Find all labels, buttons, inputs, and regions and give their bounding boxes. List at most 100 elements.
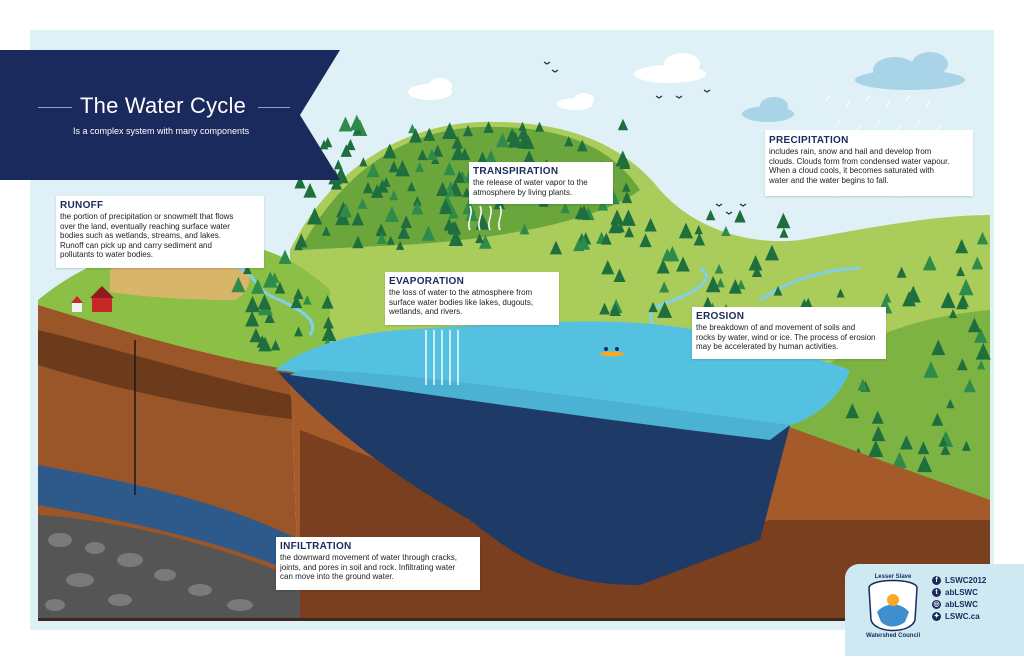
pine-tree-icon <box>477 151 488 164</box>
callout-line: can move into the ground water. <box>280 572 394 581</box>
pine-tree-icon <box>597 198 609 211</box>
pine-tree-icon <box>918 458 928 469</box>
pine-tree-icon <box>900 435 913 450</box>
callout-line: the loss of water to the atmosphere from <box>389 288 533 297</box>
page-title: The Water Cycle <box>80 93 247 118</box>
pine-tree-icon <box>290 295 303 309</box>
pine-tree-icon <box>333 159 343 170</box>
pine-tree-icon <box>432 144 444 157</box>
pine-tree-icon <box>381 177 391 187</box>
pine-tree-icon <box>448 206 459 219</box>
pine-tree-icon <box>564 136 574 147</box>
pine-tree-icon <box>243 264 252 275</box>
pine-tree-icon <box>736 279 746 290</box>
pine-tree-icon <box>321 226 331 236</box>
pine-tree-icon <box>438 198 453 215</box>
social-twitter[interactable]: t abLSWC <box>932 588 978 597</box>
pine-tree-icon <box>624 226 635 238</box>
callout-erosion: EROSION the breakdown of and movement of… <box>692 307 886 359</box>
pine-tree-icon <box>868 440 884 457</box>
callout-line: the portion of precipitation or snowmelt… <box>60 212 234 221</box>
social-handle: abLSWC <box>945 588 978 597</box>
pine-tree-icon <box>917 441 930 455</box>
social-handle: LSWC.ca <box>945 612 980 621</box>
pine-tree-icon <box>892 451 907 468</box>
pine-tree-icon <box>967 317 981 333</box>
callout-line: clouds. Clouds form from condensed water… <box>769 156 950 166</box>
pine-tree-icon <box>395 160 410 177</box>
rock-layer <box>38 515 300 620</box>
pine-tree-icon <box>776 212 791 229</box>
pine-tree-icon <box>661 248 674 261</box>
pine-tree-icon <box>871 410 884 424</box>
pine-tree-icon <box>601 259 615 275</box>
pine-tree-icon <box>351 211 364 226</box>
pine-tree-icon <box>376 232 387 244</box>
callout-line: over the land, eventually reaching surfa… <box>60 221 230 231</box>
pine-tree-icon <box>345 138 356 151</box>
pine-tree-icon <box>483 149 498 166</box>
pine-tree-icon <box>294 326 303 337</box>
callout-line: the downward movement of water through c… <box>280 553 457 562</box>
pine-tree-icon <box>648 301 658 313</box>
social-website[interactable]: ✦ LSWC.ca <box>932 612 980 621</box>
twitter-icon: t <box>932 588 941 597</box>
pine-tree-icon <box>676 256 690 272</box>
callout-line: Runoff can pick up and carry sediment an… <box>60 240 212 250</box>
pine-tree-icon <box>958 278 974 296</box>
globe-icon: ✦ <box>932 612 941 621</box>
pine-tree-icon <box>577 235 591 250</box>
pine-tree-icon <box>615 150 630 167</box>
pine-tree-icon <box>442 122 458 140</box>
callout-runoff: RUNOFF the portion of precipitation or s… <box>56 196 264 268</box>
callout-infiltration: INFILTRATION the downward movement of wa… <box>276 537 480 590</box>
callout-line: wetlands, and rivers. <box>389 307 463 316</box>
pine-tree-icon <box>303 183 317 198</box>
ground-baseline <box>38 618 990 621</box>
pine-tree-icon <box>517 126 530 140</box>
pine-tree-icon <box>577 205 591 220</box>
pine-tree-icon <box>705 275 721 293</box>
pine-tree-icon <box>955 238 969 254</box>
callout-line: surface water bodies like lakes, dugouts… <box>389 297 534 307</box>
callout-line: may be accelerated by human activities. <box>696 342 839 351</box>
callout-line: atmosphere by living plants. <box>473 187 573 197</box>
social-instagram[interactable]: ◎ abLSWC <box>932 600 978 609</box>
pine-tree-icon <box>462 187 472 198</box>
pine-tree-icon <box>931 412 944 426</box>
pine-tree-icon <box>694 225 703 235</box>
pine-tree-icon <box>386 235 395 245</box>
pine-tree-icon <box>961 440 971 451</box>
pine-tree-icon <box>751 265 763 277</box>
pine-tree-icon <box>366 162 380 178</box>
pine-tree-icon <box>576 139 588 152</box>
title-rule-right <box>258 107 290 108</box>
pine-tree-icon <box>447 221 459 234</box>
pine-tree-icon <box>274 281 286 294</box>
pine-tree-icon <box>836 288 845 298</box>
pine-tree-icon <box>352 235 364 249</box>
pine-tree-icon <box>946 398 955 409</box>
title-banner <box>0 50 340 180</box>
pine-tree-icon <box>307 207 323 225</box>
title-rule-left <box>38 107 72 108</box>
pine-tree-icon <box>938 436 948 446</box>
pine-tree-icon <box>388 160 400 173</box>
social-handle: abLSWC <box>945 600 978 609</box>
pine-tree-icon <box>446 186 455 196</box>
pine-tree-icon <box>716 277 725 288</box>
pine-tree-icon <box>622 182 631 192</box>
rock-pebbles <box>45 533 253 611</box>
pine-tree-icon <box>270 339 281 351</box>
pine-tree-icon <box>621 191 633 204</box>
callout-precipitation: PRECIPITATION includes rain, snow and ha… <box>765 130 973 196</box>
pine-tree-icon <box>338 116 353 132</box>
pine-tree-icon <box>845 403 860 419</box>
callout-transpiration: TRANSPIRATION the release of water vapor… <box>469 162 613 204</box>
pine-tree-icon <box>321 295 334 309</box>
social-facebook[interactable]: f LSWC2012 <box>932 576 986 585</box>
callout-evaporation: EVAPORATION the loss of water to the atm… <box>385 272 559 325</box>
pine-tree-icon <box>436 181 450 197</box>
pine-tree-icon <box>370 183 384 198</box>
logo-top-text: Lesser Slave <box>874 574 912 580</box>
